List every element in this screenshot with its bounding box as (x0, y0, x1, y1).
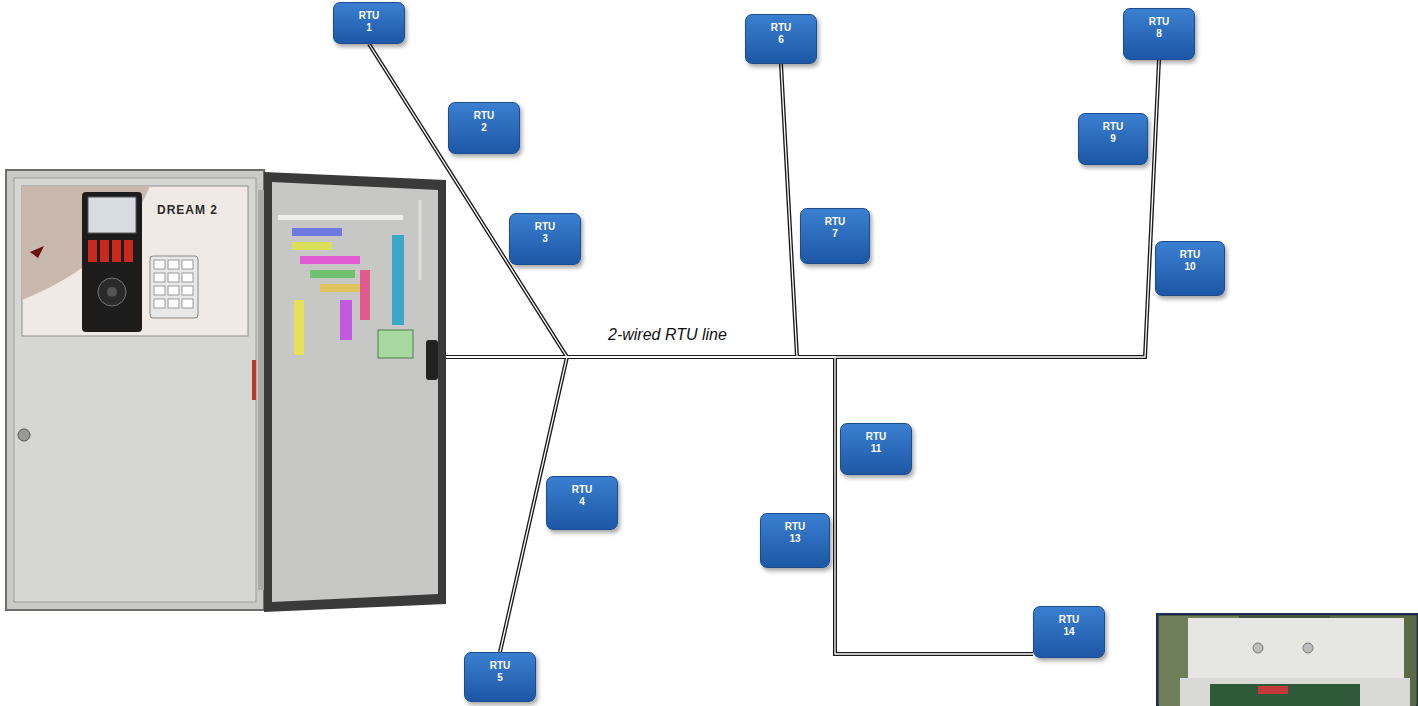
rtu-label: RTU 14 (1055, 614, 1083, 638)
product-name: DREAM 2 (157, 203, 218, 217)
photo-screw (1303, 643, 1313, 653)
rtu-label: RTU 4 (568, 484, 596, 508)
wire-core (446, 357, 1033, 654)
door-chart-bar (340, 300, 352, 340)
rtu-label: RTU 11 (862, 431, 890, 455)
door-chart-bar (292, 228, 342, 236)
rtu-label: RTU 10 (1176, 249, 1204, 273)
photo-dip-switch (1258, 686, 1288, 694)
door-chart-bar (292, 242, 332, 250)
keypad-frame (82, 192, 142, 332)
rtu-label: RTU 8 (1145, 16, 1173, 40)
door-lock (18, 429, 30, 441)
number-keypad (150, 256, 198, 318)
rtu-box: RTU 6 (745, 14, 817, 64)
door-chart (278, 215, 403, 220)
door-chart-bar (320, 284, 360, 292)
rtu-label: RTU 3 (531, 221, 559, 245)
rtu-label: RTU 2 (470, 110, 498, 134)
navigation-center (107, 287, 117, 297)
two-wire-line (446, 357, 1033, 654)
rtu-photo (1157, 614, 1418, 706)
controller-cabinet: DREAM 2 (5, 170, 446, 610)
rtu-box: RTU 10 (1155, 241, 1225, 296)
photo-circuit-board (1210, 684, 1360, 706)
hinge-edge (258, 190, 264, 590)
rtu-label: RTU 7 (821, 216, 849, 240)
door-chart-bar (392, 235, 404, 325)
photo-plate (1188, 618, 1404, 678)
rtu-box: RTU 14 (1033, 606, 1105, 658)
rtu-label: RTU 5 (486, 660, 514, 684)
door-chart-bar (360, 270, 370, 320)
two-wire-line (369, 44, 567, 357)
door-frame (264, 172, 446, 612)
cabinet-body (6, 170, 264, 610)
red-button (88, 240, 97, 262)
door-inner (272, 182, 438, 602)
photo-frame (1157, 614, 1418, 706)
photo-screw (1253, 643, 1263, 653)
rtu-box: RTU 3 (509, 213, 581, 265)
brand-logo (30, 246, 44, 258)
red-button (112, 240, 121, 262)
rtu-box: RTU 5 (464, 652, 536, 702)
photo-housing (1180, 678, 1410, 706)
wire-core (446, 60, 1159, 357)
door-chart-bar (294, 300, 304, 355)
door-chart-bar (300, 256, 360, 264)
red-button (100, 240, 109, 262)
rtu-box: RTU 8 (1123, 8, 1195, 60)
wire-core (446, 64, 797, 357)
navigation-pad (98, 278, 126, 306)
red-button (124, 240, 133, 262)
cabinet-front (14, 178, 256, 602)
rtu-box: RTU 13 (760, 513, 830, 568)
lcd-screen (88, 197, 136, 233)
rtu-box: RTU 7 (800, 208, 870, 264)
door-chart-bar (310, 270, 355, 278)
door-stay (419, 200, 422, 280)
rtu-label: RTU 9 (1099, 121, 1127, 145)
rtu-label: RTU 13 (781, 521, 809, 545)
rtu-label: RTU 6 (767, 22, 795, 46)
rtu-box: RTU 4 (546, 476, 618, 530)
rtu-box: RTU 1 (333, 2, 405, 44)
rtu-box: RTU 11 (840, 423, 912, 475)
wire-core (369, 44, 567, 357)
two-wire-line (446, 60, 1159, 357)
cabinet-door (264, 172, 446, 612)
red-marker (252, 360, 256, 400)
controller-panel (22, 186, 248, 336)
door-sticker (378, 330, 413, 358)
door-handle (426, 340, 438, 380)
line-label: 2-wired RTU line (608, 326, 727, 344)
keys (154, 260, 193, 308)
controller-cabinet (6, 170, 264, 610)
rtu-box: RTU 2 (448, 102, 520, 154)
rtu-box: RTU 9 (1078, 113, 1148, 165)
rtu-label: RTU 1 (355, 10, 383, 34)
two-wire-line (446, 64, 797, 357)
